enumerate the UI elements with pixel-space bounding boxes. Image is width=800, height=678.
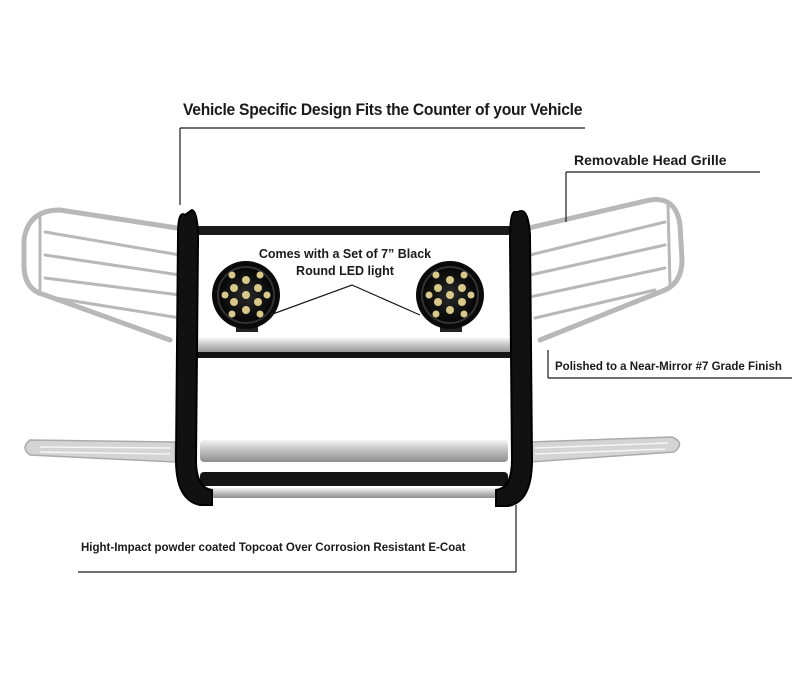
lower-skid-plate <box>24 436 681 498</box>
led-light-left <box>212 261 280 332</box>
right-upright <box>495 210 534 507</box>
callout-coating: Hight-Impact powder coated Topcoat Over … <box>81 542 466 554</box>
left-wing-grille <box>21 207 193 343</box>
callout-finish: Polished to a Near-Mirror #7 Grade Finis… <box>555 361 782 373</box>
callout-lights: Comes with a Set of 7” Black Round LED l… <box>258 247 432 278</box>
callout-grille: Removable Head Grille <box>574 152 727 168</box>
right-wing-grille <box>517 197 685 343</box>
callout-design: Vehicle Specific Design Fits the Counter… <box>183 100 583 119</box>
callout-lines <box>78 127 792 573</box>
led-light-right <box>416 261 484 332</box>
left-upright <box>174 208 213 506</box>
